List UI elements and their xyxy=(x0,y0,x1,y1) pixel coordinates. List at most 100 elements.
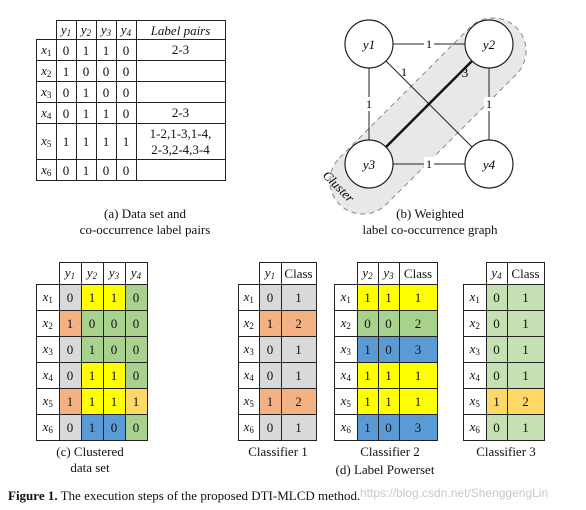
cell: 0 xyxy=(55,102,77,124)
cell: 2 xyxy=(398,310,438,337)
row-label: x2 xyxy=(36,310,60,337)
row-label: x3 xyxy=(463,336,487,363)
cell: 1 xyxy=(506,310,545,337)
row-label: x6 xyxy=(463,414,487,441)
cell: 1 xyxy=(280,362,317,389)
cell: 0 xyxy=(80,310,104,337)
cell: 0 xyxy=(58,414,82,441)
row-label: x5 xyxy=(36,388,60,415)
cell: 0 xyxy=(124,336,148,363)
pairs-header-text: Label pairs xyxy=(150,22,211,38)
row-label: x6 xyxy=(238,414,260,441)
cell: 0 xyxy=(124,362,148,389)
row-label: x6 xyxy=(36,414,60,441)
cell: 1 xyxy=(506,284,545,311)
cell: 1 xyxy=(80,362,104,389)
col-header-text: y2 xyxy=(86,265,98,281)
cell: 2 xyxy=(280,388,317,415)
figure-label: Figure 1. xyxy=(8,488,58,503)
cell: 0 xyxy=(258,284,282,311)
caption-c-line1: (c) Clustered xyxy=(56,444,124,459)
cell: 0 xyxy=(485,310,508,337)
node-y4: y4 xyxy=(464,139,514,189)
cell: 1 xyxy=(102,362,126,389)
cell: 1 xyxy=(80,414,104,441)
cell: 1 xyxy=(398,388,438,415)
col-header-text: Class xyxy=(511,266,540,281)
node-y3: y3 xyxy=(344,139,394,189)
cell: 0 xyxy=(485,362,508,389)
cell: 1 xyxy=(75,39,97,61)
label-pairs-cell: 2-3 xyxy=(135,102,226,124)
col-header: Class xyxy=(398,262,438,285)
cell: 1 xyxy=(398,284,438,311)
col-header-text: y3 xyxy=(100,21,112,38)
cell: 1 xyxy=(506,336,545,363)
cell: 1 xyxy=(356,336,379,363)
col-header: y4 xyxy=(485,262,508,285)
col-header: y2 xyxy=(356,262,379,285)
watermark: https://blog.csdn.net/ShenggengLin xyxy=(360,486,549,500)
cell: 1 xyxy=(55,60,77,82)
table-d2-header-row: y2 y3 Class xyxy=(334,262,438,285)
cell: 0 xyxy=(115,159,137,181)
corner-cell xyxy=(334,262,358,285)
col-header: y2 xyxy=(75,20,97,40)
col-header-text: Class xyxy=(284,266,313,281)
cell: 1 xyxy=(124,388,148,415)
caption-c: (c) Clustered data set xyxy=(20,444,160,477)
cell: 0 xyxy=(75,60,97,82)
cell: 1 xyxy=(75,102,97,124)
cell: 0 xyxy=(485,336,508,363)
cell: 0 xyxy=(258,336,282,363)
col-header-text: y1 xyxy=(64,265,76,281)
edge-y2-y3 xyxy=(382,57,476,151)
corner-cell xyxy=(36,20,57,40)
cell: 3 xyxy=(398,414,438,441)
cell: 0 xyxy=(124,414,148,441)
row-label: x2 xyxy=(463,310,487,337)
table-a-header-row: y1 y2 y3 y4 Label pairs xyxy=(36,20,226,40)
col-header: y3 xyxy=(95,20,117,40)
row-label: x4 xyxy=(334,362,358,389)
cell: 0 xyxy=(115,81,137,103)
col-header: y1 xyxy=(258,262,282,285)
cell: 1 xyxy=(356,284,379,311)
label-pairs-cell: 2-3 xyxy=(135,39,226,61)
cell: 1 xyxy=(55,123,77,160)
cell: 1 xyxy=(485,388,508,415)
col-header: y3 xyxy=(377,262,400,285)
cell: 0 xyxy=(377,336,400,363)
co-occurrence-graph: 1 1 1 3 1 1 y1 y2 y3 y4 Cluster xyxy=(320,17,527,215)
cell: 1 xyxy=(506,414,545,441)
caption-a-line1: (a) Data set and xyxy=(104,206,186,221)
cell: 0 xyxy=(377,414,400,441)
caption-c-line2: data set xyxy=(70,460,110,476)
weight-y2-y3: 3 xyxy=(462,65,469,80)
row-label: x3 xyxy=(36,81,57,103)
col-header-text: y3 xyxy=(383,265,394,281)
cell: 0 xyxy=(102,310,126,337)
col-header-text: y4 xyxy=(491,265,502,281)
